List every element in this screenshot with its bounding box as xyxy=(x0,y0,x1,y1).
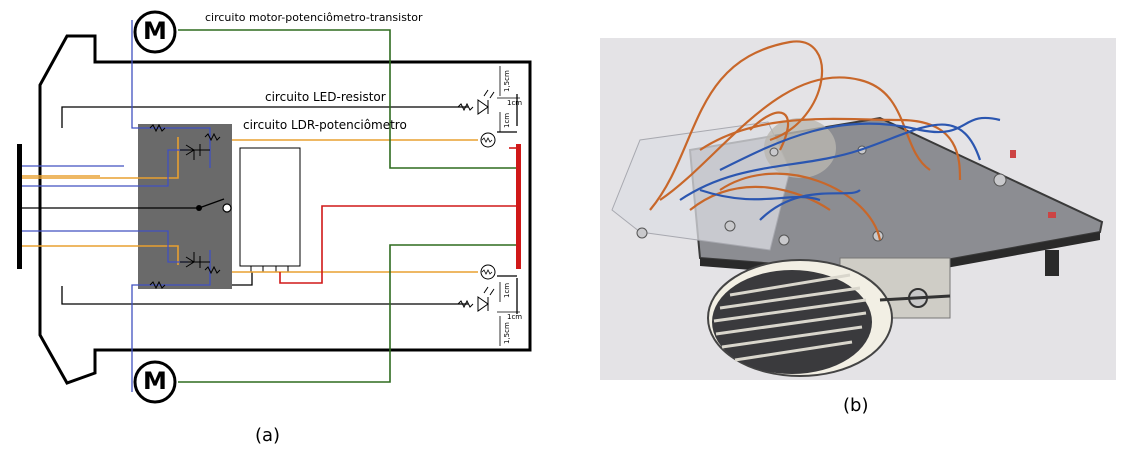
green-wires xyxy=(178,29,517,383)
control-board xyxy=(138,124,232,289)
caption-b: (b) xyxy=(843,395,869,416)
photo-orange-wires xyxy=(649,40,962,241)
battery-terminal-right xyxy=(275,265,289,273)
photo-blue-wires xyxy=(679,116,1001,221)
circuit-diagram xyxy=(17,10,532,404)
dim-bottom-vertical: 1,5cm xyxy=(503,322,511,344)
front-wheel xyxy=(707,259,893,377)
dim-top-mid: 1cm xyxy=(503,112,511,128)
ldr-circuit-label: circuito LDR-potenciômetro xyxy=(243,118,407,132)
dimension-lines xyxy=(497,66,520,346)
led-resistor-top xyxy=(457,89,495,115)
motor-top xyxy=(133,10,177,54)
blue-wires xyxy=(22,20,211,392)
chassis-outline xyxy=(38,34,532,385)
orange-wires xyxy=(22,137,478,273)
black-wires xyxy=(22,94,518,314)
dim-top-vertical: 1,5cm xyxy=(503,70,511,92)
transistor-top xyxy=(180,144,210,160)
battery-box xyxy=(239,147,301,267)
switch-contact xyxy=(222,203,232,213)
rear-caster xyxy=(1045,250,1059,276)
ldr-top xyxy=(480,132,496,148)
dim-bottom-h: 1cm xyxy=(507,313,523,321)
motor-top-glyph: M xyxy=(143,17,167,45)
led-resistor-bottom xyxy=(457,286,495,312)
led-circuit-label: circuito LED-resistor xyxy=(265,90,386,104)
red-wires xyxy=(279,147,517,284)
red-bus-bar xyxy=(516,144,521,269)
robot-photo xyxy=(600,38,1116,380)
battery-terminal-left xyxy=(250,265,264,273)
motor-bottom-glyph: M xyxy=(143,367,167,395)
ldr-bottom xyxy=(480,264,496,280)
dim-top-h: 1cm xyxy=(507,99,523,107)
board-resistors xyxy=(149,123,221,290)
transistor-bottom xyxy=(180,252,210,268)
motor-circuit-label: circuito motor-potenciômetro-transistor xyxy=(205,11,423,24)
motor-bottom xyxy=(133,360,177,404)
back-wheel xyxy=(764,118,836,178)
dim-bottom-mid: 1cm xyxy=(503,282,511,298)
front-bar xyxy=(17,144,22,269)
caption-a: (a) xyxy=(255,425,281,446)
